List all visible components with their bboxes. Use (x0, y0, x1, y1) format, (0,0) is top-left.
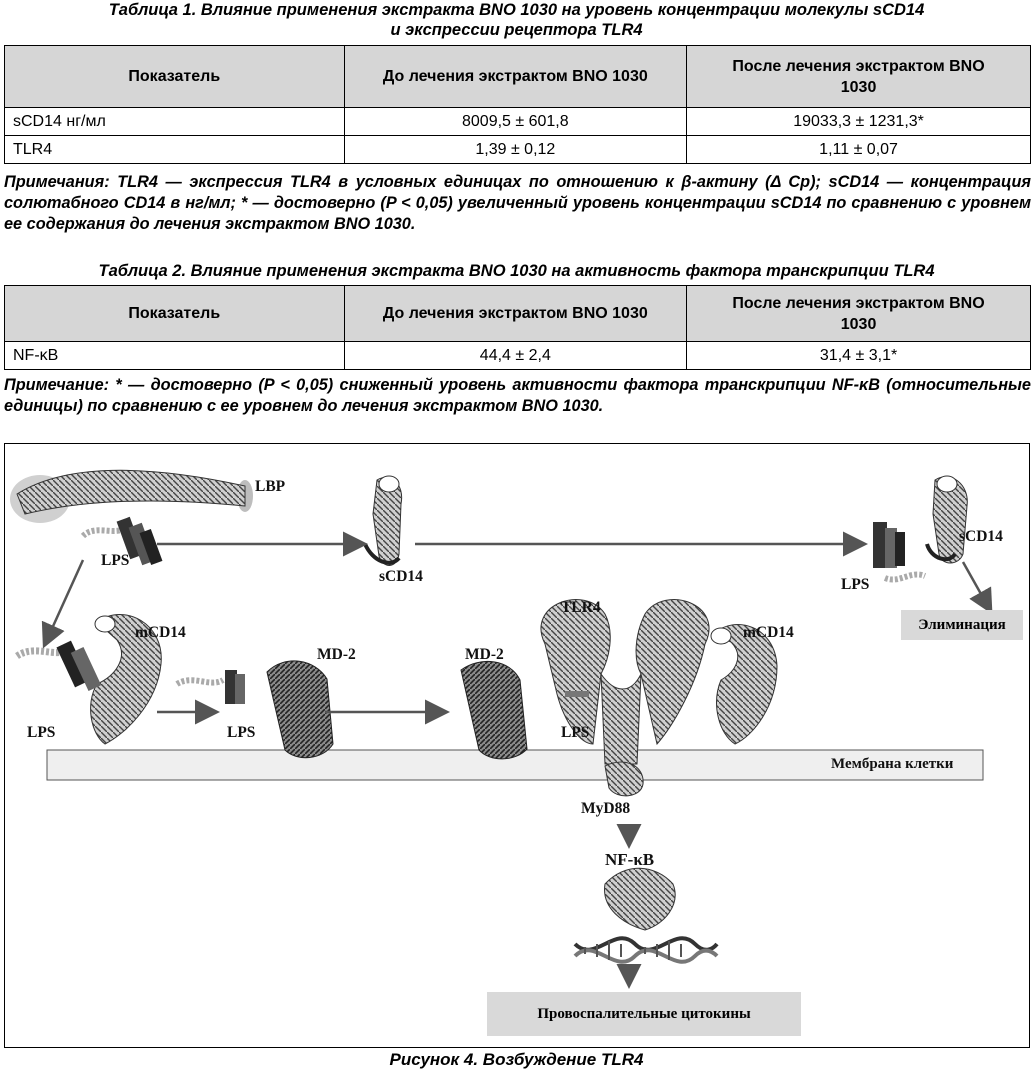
membrane-label: Мембрана клетки (831, 756, 954, 772)
table1-cell-label: sCD14 нг/мл (4, 107, 345, 136)
table1: Показатель До лечения экстрактом BNO 103… (4, 45, 1031, 164)
label-tlr4: TLR4 (561, 599, 601, 616)
label-lbp: LBP (255, 478, 286, 495)
table-row: TLR4 1,39 ± 0,12 1,11 ± 0,07 (4, 135, 1031, 164)
label-mcd14-left: mCD14 (135, 624, 186, 641)
label-lps-tlr4: LPS (561, 724, 590, 741)
label-mcd14-right: mCD14 (743, 624, 794, 641)
scd14-lps-complex (873, 475, 968, 583)
elimination-box: Элиминация (901, 610, 1023, 640)
table2-header-indicator: Показатель (4, 285, 345, 342)
label-scd14-mid: sCD14 (379, 568, 423, 585)
label-md2-right: MD-2 (465, 646, 504, 663)
table1-cell-label: TLR4 (4, 135, 345, 164)
table2: Показатель До лечения экстрактом BNO 103… (4, 285, 1031, 370)
label-lps-left: LPS (27, 724, 56, 741)
table2-caption: Таблица 2. Влияние применения экстракта … (98, 262, 935, 280)
lps-md2-transfer (175, 660, 334, 759)
label-nfkb: NF-κB (605, 850, 655, 869)
tlr4-receptor-dimer (540, 599, 710, 765)
table2-cell-label: NF-κB (4, 341, 345, 370)
table2-cell-after: 31,4 ± 3,1* (686, 341, 1031, 370)
label-lps-mid: LPS (227, 724, 256, 741)
table1-cell-before: 8009,5 ± 601,8 (343, 107, 688, 136)
table1-caption-line2: и экспрессии рецептора TLR4 (390, 21, 643, 39)
table2-header-row: Показатель До лечения экстрактом BNO 103… (4, 285, 1031, 342)
mcd14-protein-left (15, 614, 162, 745)
pathway-arrows (41, 531, 993, 989)
table-row: sCD14 нг/мл 8009,5 ± 601,8 19033,3 ± 123… (4, 107, 1031, 136)
table1-note: Примечания: TLR4 — экспрессия TLR4 в усл… (4, 173, 1031, 233)
table2-cell-before: 44,4 ± 2,4 (343, 341, 688, 370)
myd88-protein (604, 761, 644, 797)
table1-cell-before: 1,39 ± 0,12 (343, 135, 688, 164)
tlr4-activation-figure: LBP LPS sCD14 sCD14 LPS TLR4 mCD14 mCD14… (4, 443, 1030, 1048)
label-md2-mid: MD-2 (317, 646, 356, 663)
scd14-protein (363, 475, 403, 566)
table1-header-row: Показатель До лечения экстрактом BNO 103… (4, 45, 1031, 108)
table-row: NF-κB 44,4 ± 2,4 31,4 ± 3,1* (4, 341, 1031, 370)
table1-caption-line1: Таблица 1. Влияние применения экстракта … (108, 1, 925, 19)
label-scd14-right: sCD14 (959, 528, 1003, 545)
label-lps-right: LPS (841, 576, 870, 593)
lps-molecule (80, 516, 163, 566)
label-lps-top: LPS (101, 552, 130, 569)
table2-header-after: После лечения экстрактом BNO 1030 (686, 285, 1031, 342)
table1-cell-after: 1,11 ± 0,07 (686, 135, 1031, 164)
md2-protein (460, 660, 528, 760)
mcd14-protein-right (710, 624, 778, 745)
table1-header-before: До лечения экстрактом BNO 1030 (343, 45, 688, 108)
nfkb-protein (604, 867, 676, 931)
lbp-protein (10, 469, 253, 523)
table1-header-indicator: Показатель (4, 45, 345, 108)
cytokines-box: Провоспалительные цитокины (487, 992, 801, 1036)
table1-cell-after: 19033,3 ± 1231,3* (686, 107, 1031, 136)
table2-header-before: До лечения экстрактом BNO 1030 (343, 285, 688, 342)
label-myd88: MyD88 (581, 800, 631, 817)
table1-header-after: После лечения экстрактом BNO 1030 (686, 45, 1031, 108)
figure-artwork (10, 469, 993, 989)
dna-helix (573, 936, 719, 964)
table1-caption: Таблица 1. Влияние применения экстракта … (0, 0, 1033, 40)
table2-note: Примечание: * — достоверно (P < 0,05) сн… (4, 376, 1031, 415)
figure-caption: Рисунок 4. Возбуждение TLR4 (389, 1050, 644, 1069)
